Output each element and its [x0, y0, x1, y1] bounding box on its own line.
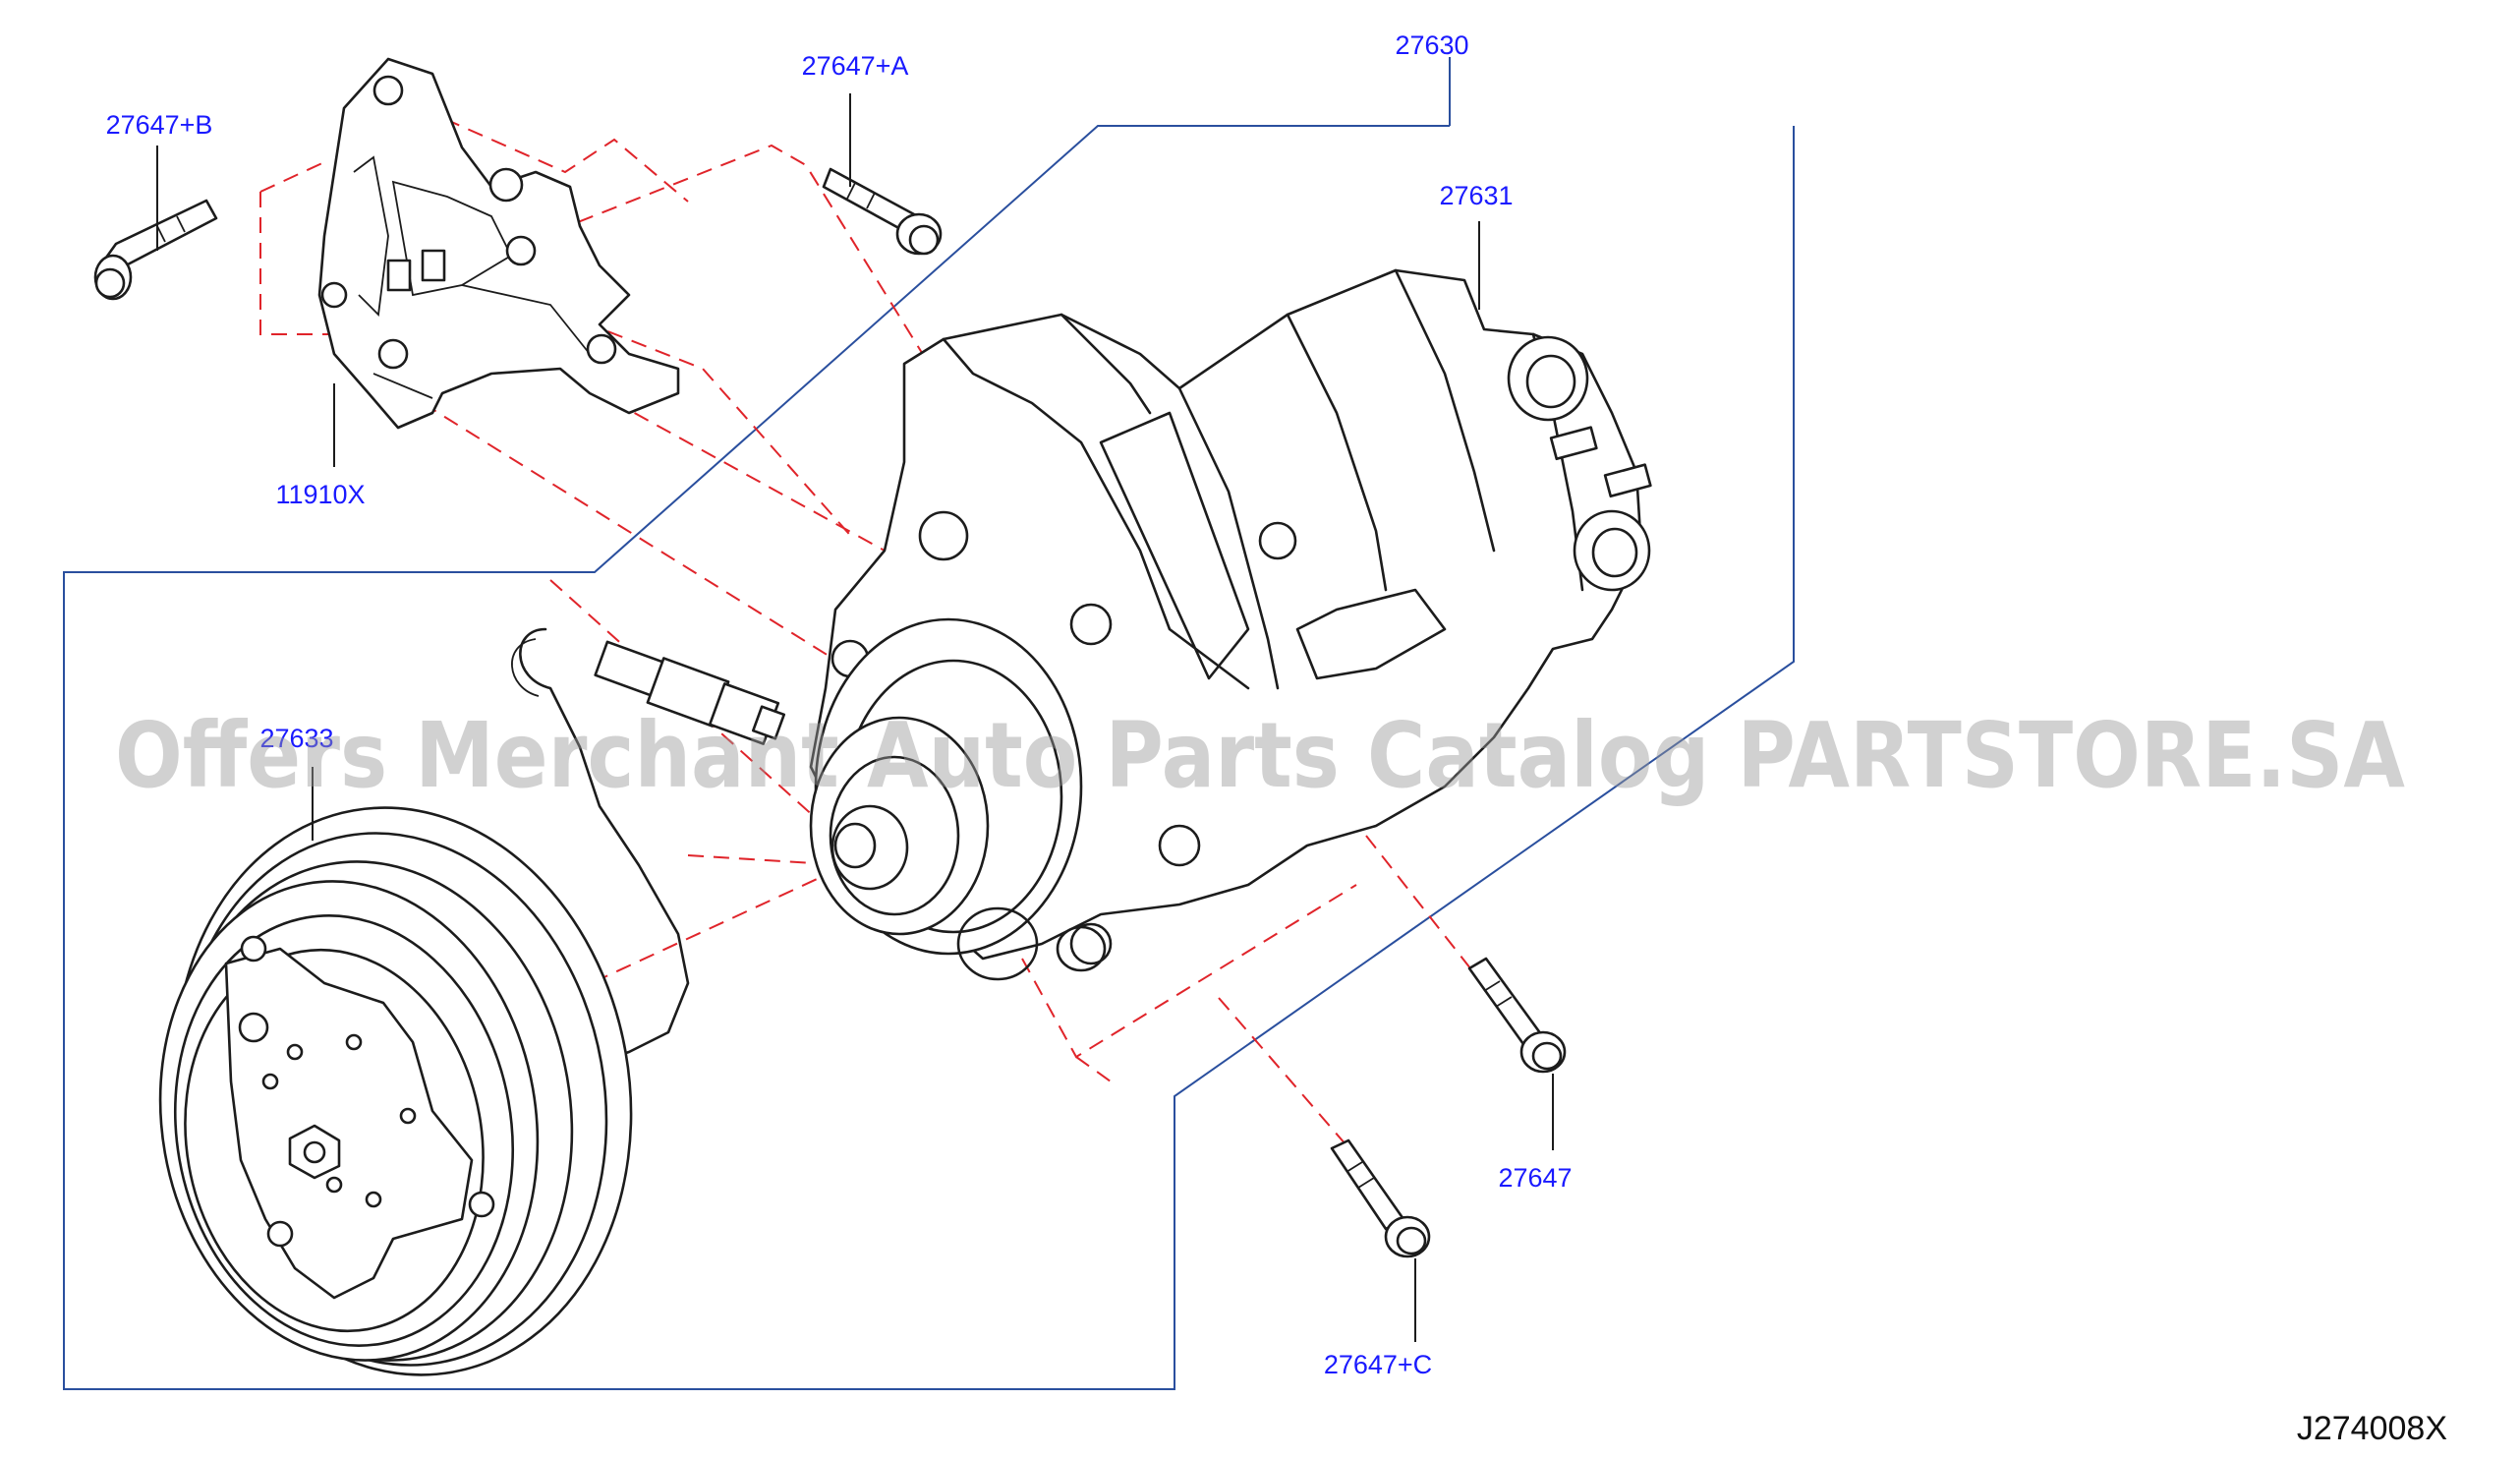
bracket-drawing — [317, 57, 680, 430]
label-27647-c: 27647+C — [1324, 1350, 1432, 1379]
harness-drawing — [511, 627, 786, 1064]
label-11910x: 11910X — [275, 480, 365, 509]
compressor-drawing — [809, 268, 1652, 981]
label-27630: 27630 — [1395, 30, 1468, 60]
diagram-reference-code: J274008X — [2297, 1410, 2447, 1447]
label-27633: 27633 — [259, 724, 333, 753]
label-27647-a: 27647+A — [802, 51, 909, 81]
bolt-drawing — [1467, 957, 1567, 1074]
label-27631: 27631 — [1439, 181, 1513, 210]
bolt-b-drawing — [93, 199, 218, 301]
clutch-pulley-drawing — [158, 806, 633, 1376]
label-27647-b: 27647+B — [106, 110, 213, 140]
assembly-frame-line — [63, 125, 1795, 1390]
leader-lines — [156, 93, 1554, 1342]
bolt-c-drawing — [1330, 1138, 1431, 1258]
watermark-text: Offers Merchant Auto Parts Catalog PARTS… — [115, 703, 2405, 808]
bolt-a-drawing — [822, 167, 943, 256]
label-27647: 27647 — [1498, 1163, 1572, 1193]
